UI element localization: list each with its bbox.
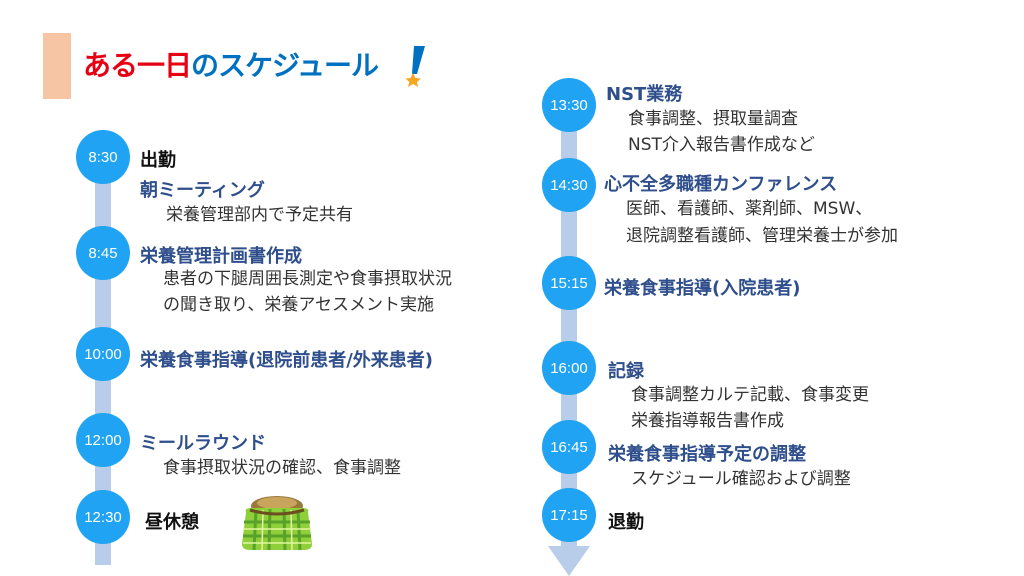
time-label: 10:00	[84, 345, 122, 363]
title-part1: ある一日	[83, 49, 192, 82]
step-detail: 栄養管理部内で予定共有	[166, 205, 353, 225]
step-detail: 食事摂取状況の確認、食事調整	[163, 458, 401, 478]
exclamation-star-icon	[405, 46, 425, 87]
step-heading: 記録	[608, 361, 644, 382]
time-node: 10:00	[76, 327, 130, 381]
time-label: 16:00	[550, 359, 588, 377]
page-title: ある一日のスケジュール	[83, 44, 379, 84]
time-label: 12:30	[84, 508, 122, 526]
time-node: 15:15	[542, 256, 596, 310]
step-detail: 食事調整カルテ記載、食事変更	[631, 385, 869, 405]
time-node: 16:45	[542, 420, 596, 474]
time-label: 12:00	[84, 431, 122, 449]
title-part2: のスケジュール	[191, 49, 379, 82]
step-detail: の聞き取り、栄養アセスメント実施	[163, 295, 434, 315]
title-accent-bar	[43, 33, 71, 99]
step-heading: 昼休憩	[145, 512, 199, 533]
step-detail: 栄養指導報告書作成	[631, 411, 784, 431]
step-heading: 栄養管理計画書作成	[140, 246, 302, 267]
lunch-bag-icon	[242, 496, 312, 551]
step-detail: 退院調整看護師、管理栄養士が参加	[626, 226, 898, 246]
time-node: 8:30	[76, 130, 130, 184]
time-label: 13:30	[550, 96, 588, 114]
time-node: 16:00	[542, 341, 596, 395]
step-heading: 栄養食事指導(入院患者)	[604, 278, 801, 299]
step-detail: NST介入報告書作成など	[628, 135, 815, 155]
step-heading: NST業務	[606, 84, 683, 105]
time-label: 15:15	[550, 274, 588, 292]
time-node: 8:45	[76, 226, 130, 280]
time-node: 17:15	[542, 488, 596, 542]
time-node: 13:30	[542, 78, 596, 132]
time-node: 12:30	[76, 490, 130, 544]
time-label: 8:30	[88, 148, 118, 166]
step-heading: 心不全多職種カンファレンス	[604, 174, 838, 195]
time-label: 16:45	[550, 438, 588, 456]
time-label: 8:45	[88, 244, 118, 262]
step-heading: 栄養食事指導予定の調整	[608, 444, 806, 465]
step-heading: 退勤	[608, 512, 644, 533]
step-detail: 医師、看護師、薬剤師、MSW、	[626, 199, 873, 219]
step-heading: 出勤	[140, 150, 176, 171]
step-heading: 栄養食事指導(退院前患者/外来患者)	[140, 350, 434, 371]
down-arrow-icon	[548, 546, 590, 576]
step-detail: 食事調整、摂取量調査	[628, 109, 798, 129]
time-node: 12:00	[76, 413, 130, 467]
step-heading: 朝ミーティング	[140, 180, 265, 201]
time-label: 14:30	[550, 176, 588, 194]
step-detail: 患者の下腿周囲長測定や食事摂取状況	[163, 269, 452, 289]
step-heading: ミールラウンド	[140, 433, 266, 454]
time-label: 17:15	[550, 506, 588, 524]
step-detail: スケジュール確認および調整	[631, 469, 851, 489]
time-node: 14:30	[542, 158, 596, 212]
